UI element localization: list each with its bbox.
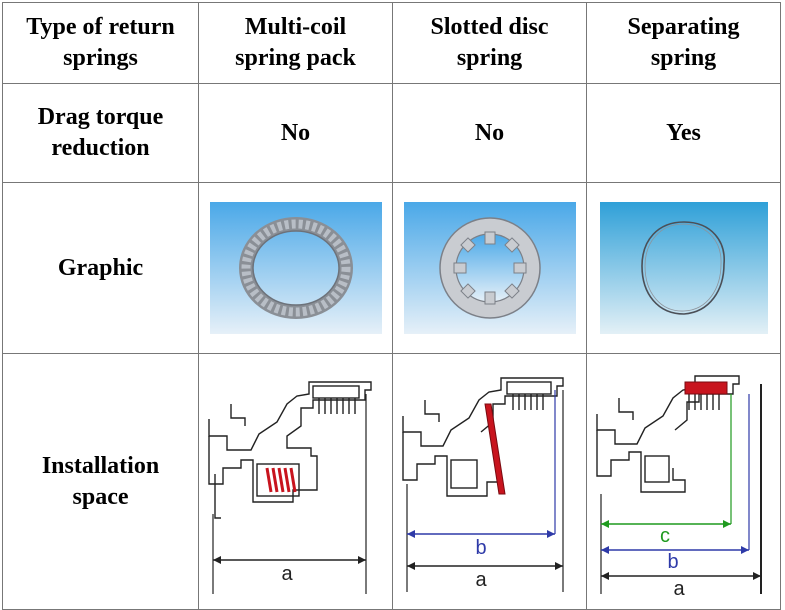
header-type-line2: springs	[63, 45, 138, 71]
header-cell-separating: Separating spring	[586, 2, 781, 84]
slotted-disc-spring-image	[403, 202, 576, 334]
header-separating-line1: Separating	[627, 14, 740, 40]
separating-dim-b: b	[667, 551, 678, 573]
slotted-disc-dim-a: a	[475, 569, 487, 591]
separating-dim-c: c	[660, 525, 670, 547]
header-cell-type: Type of return springs	[2, 2, 199, 84]
drag-torque-value-slotted-disc: No	[392, 83, 587, 183]
slotted-disc-installation-diagram: b a	[401, 377, 564, 592]
multi-coil-spring-pack-image	[209, 202, 382, 334]
installation-slotted-disc-cell: b a	[392, 353, 587, 610]
graphic-slotted-disc-cell	[392, 182, 587, 354]
header-type-line1: Type of return	[26, 14, 175, 40]
drag-torque-value-multi-coil: No	[198, 83, 393, 183]
graphic-row: Graphic	[2, 182, 781, 354]
separating-dim-a: a	[673, 578, 685, 599]
header-slotted-disc-line2: spring	[456, 45, 523, 71]
drag-torque-label-cell: Drag torque reduction	[2, 83, 199, 183]
drag-torque-label-line2: reduction	[51, 135, 150, 161]
header-cell-slotted-disc: Slotted disc spring	[392, 2, 587, 84]
installation-separating-cell: c b a	[586, 353, 781, 610]
header-slotted-disc-line1: Slotted disc	[430, 14, 549, 40]
installation-space-row: Installation space	[2, 353, 781, 610]
graphic-label-cell: Graphic	[2, 182, 199, 354]
installation-label-line2: space	[72, 483, 129, 510]
installation-label-cell: Installation space	[2, 353, 199, 610]
multi-coil-installation-diagram: a	[207, 381, 372, 594]
drag-torque-row: Drag torque reduction No No Yes	[2, 83, 781, 183]
multi-coil-dim-a: a	[281, 563, 293, 585]
header-cell-multi-coil: Multi-coil spring pack	[198, 2, 393, 84]
header-multi-coil-line2: spring pack	[235, 45, 356, 71]
header-row: Type of return springs Multi-coil spring…	[2, 2, 781, 84]
header-separating-line2: spring	[650, 45, 717, 71]
drag-torque-label-line1: Drag torque	[37, 104, 164, 130]
installation-multi-coil-cell: a	[198, 353, 393, 610]
drag-torque-value-separating: Yes	[586, 83, 781, 183]
header-multi-coil-line1: Multi-coil	[244, 14, 347, 40]
separating-installation-diagram: c b a	[595, 375, 762, 599]
installation-label-line1: Installation	[41, 452, 160, 479]
separating-spring-image	[599, 202, 768, 334]
graphic-multi-coil-cell	[198, 182, 393, 354]
graphic-separating-cell	[586, 182, 781, 354]
slotted-disc-dim-b: b	[475, 537, 486, 559]
